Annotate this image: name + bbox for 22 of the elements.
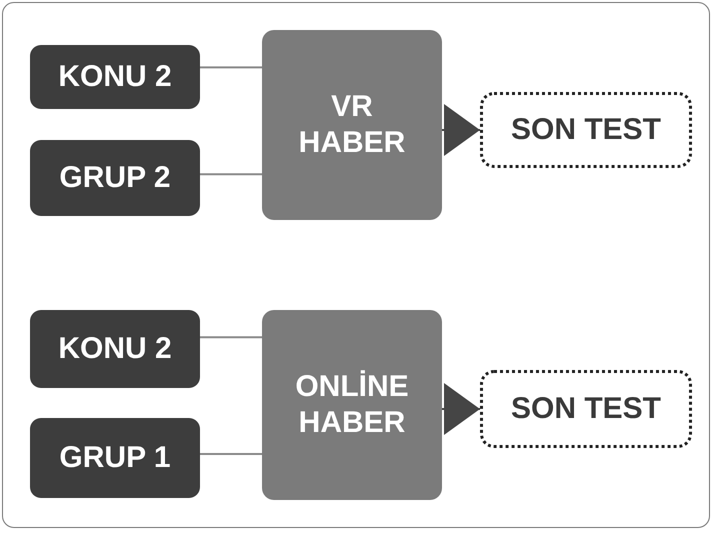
connector-line: [200, 336, 262, 338]
connector-line: [200, 173, 262, 176]
connector-line: [200, 453, 262, 455]
topic-box: [30, 418, 200, 498]
process-box: [262, 310, 442, 500]
box-label: KONU 2: [58, 331, 172, 367]
box-label: VR HABER: [298, 89, 406, 161]
box-label: ONLİNE HABER: [294, 369, 410, 441]
result-box: [480, 370, 692, 448]
arrow: [442, 383, 480, 435]
box-label: KONU 2: [58, 59, 172, 95]
result-box: [480, 92, 692, 168]
box-label: SON TEST: [510, 112, 661, 148]
box-label: GRUP 1: [59, 440, 171, 476]
topic-box: [30, 310, 200, 388]
topic-box: [30, 45, 200, 109]
connector-line: [200, 66, 262, 68]
box-label: SON TEST: [510, 391, 661, 427]
arrow: [442, 104, 480, 156]
process-box: [262, 30, 442, 220]
topic-box: [30, 140, 200, 216]
box-label: GRUP 2: [59, 160, 171, 196]
